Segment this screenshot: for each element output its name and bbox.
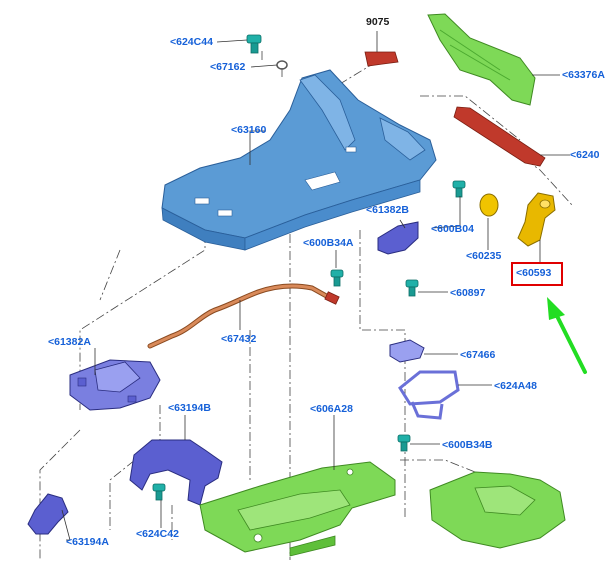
label-63376: <63376A xyxy=(562,69,605,81)
label-624C42: <624C42 xyxy=(136,528,179,540)
highlight-box xyxy=(511,262,563,286)
green-arrow-icon xyxy=(547,297,587,374)
label-600B34B: <600B34B xyxy=(442,439,493,451)
label-624C44: <624C44 xyxy=(170,36,213,48)
label-600B04: <600B04 xyxy=(431,223,474,235)
part-9075-pad xyxy=(364,51,399,67)
part-61382B-bracket xyxy=(377,221,419,255)
part-6240-pad xyxy=(453,106,546,167)
part-600B34A-fastener xyxy=(330,269,344,287)
part-60235-cap xyxy=(479,193,499,217)
part-67162-washer xyxy=(276,60,288,70)
part-60593-eye xyxy=(539,199,551,209)
label-63194A: <63194A xyxy=(66,536,109,548)
part-60593-latch xyxy=(517,192,556,247)
part-624A48-frame xyxy=(398,370,460,420)
part-63194B-bracket xyxy=(129,439,223,506)
label-624A48: <624A48 xyxy=(494,380,537,392)
label-60235: <60235 xyxy=(466,250,502,262)
label-600B34A: <600B34A xyxy=(303,237,354,249)
part-63194A-bracket xyxy=(27,493,69,535)
part-624C42-fastener xyxy=(152,483,166,501)
label-61382B: <61382B xyxy=(366,204,409,216)
part-67432-cable xyxy=(147,283,340,349)
label-6240: <6240 xyxy=(570,149,600,161)
label-60897: <60897 xyxy=(450,287,486,299)
label-63194B: <63194B xyxy=(168,402,211,414)
label-63160: <63160 xyxy=(231,124,267,136)
label-67432: <67432 xyxy=(221,333,257,345)
label-61382A: <61382A xyxy=(48,336,91,348)
label-9075: 9075 xyxy=(366,16,390,28)
leader-lines xyxy=(61,31,570,541)
part-624C44-fastener xyxy=(246,34,262,54)
label-60593: <60593 xyxy=(516,267,552,279)
part-600B04-fastener xyxy=(452,180,466,198)
part-63160-tray xyxy=(161,69,437,251)
label-67162: <67162 xyxy=(210,61,246,73)
part-63376-rib xyxy=(439,29,511,81)
part-606A28-plate xyxy=(199,461,396,557)
part-67466-clip xyxy=(389,339,425,363)
part-61382A-mechanism xyxy=(69,359,161,411)
part-60897-fastener xyxy=(405,279,419,297)
part-green-plate-right xyxy=(429,471,566,549)
label-606A28: <606A28 xyxy=(310,403,353,415)
part-63376-bracket xyxy=(427,13,536,106)
label-67466: <67466 xyxy=(460,349,496,361)
part-600B34B-fastener xyxy=(397,434,411,452)
